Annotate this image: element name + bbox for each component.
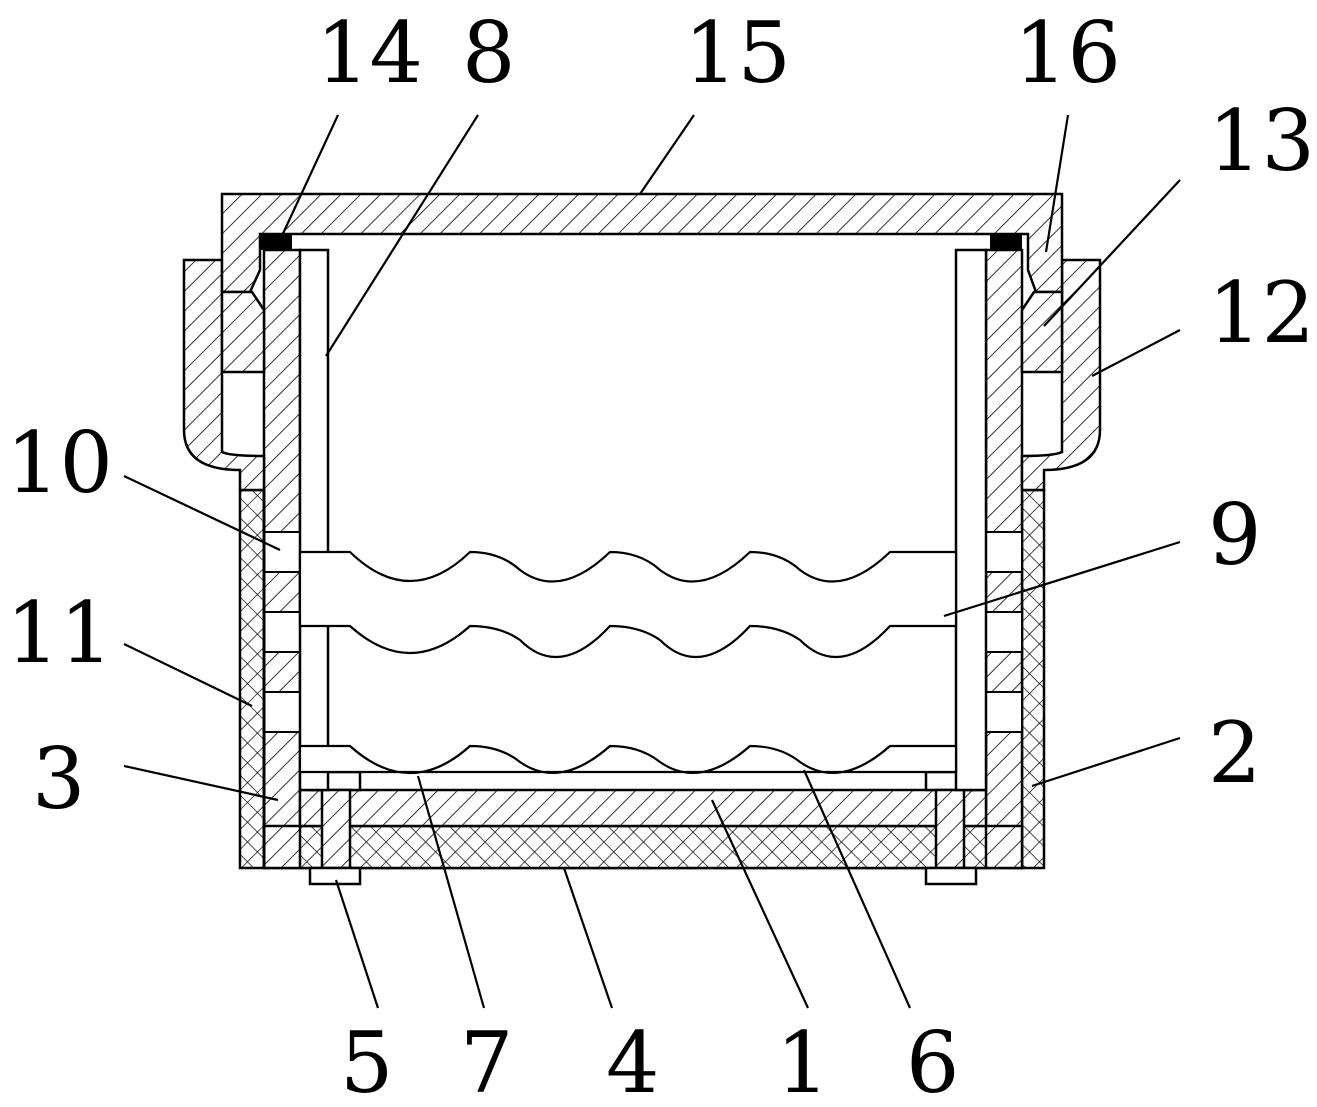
label-8: 8 (462, 4, 515, 102)
leader-3 (123, 764, 279, 802)
rail-part-8 (298, 248, 988, 792)
wave-shelves (298, 550, 958, 774)
outer-shell-part-2 (238, 488, 1046, 870)
leader-8 (325, 114, 479, 357)
label-2: 2 (1208, 704, 1261, 802)
leader-1 (711, 799, 809, 1009)
leader-5 (334, 879, 380, 1009)
label-3: 3 (32, 730, 85, 828)
leader-9 (943, 540, 1181, 618)
label-13: 13 (1208, 92, 1315, 190)
label-14: 14 (316, 4, 423, 102)
label-10: 10 (6, 414, 113, 512)
label-4: 4 (606, 1014, 659, 1107)
leader-14 (279, 114, 339, 241)
side-block-part-10 (263, 531, 1023, 733)
leader-10 (123, 475, 281, 551)
leader-16 (1044, 114, 1070, 253)
clamp-part-12 (182, 258, 1102, 492)
label-16: 16 (1014, 4, 1121, 102)
leader-2 (1031, 736, 1181, 788)
leader-13 (1043, 179, 1181, 327)
leader-4 (562, 867, 614, 1009)
wave-shelf-lower (298, 744, 958, 774)
cushion-part-4 (298, 824, 988, 870)
lid-part-15 (220, 192, 1064, 294)
leader-12 (1091, 329, 1181, 377)
label-5: 5 (340, 1014, 393, 1107)
callout-labels: 14 8 15 16 13 12 10 9 11 3 2 5 7 4 1 6 (6, 4, 1315, 1107)
label-12: 12 (1208, 264, 1315, 362)
label-11: 11 (6, 584, 113, 682)
label-9: 9 (1208, 486, 1261, 584)
latch-part-13 (220, 290, 1064, 374)
leader-6 (802, 769, 912, 1009)
seal-part-14 (260, 234, 292, 250)
leader-lines (123, 114, 1181, 1009)
wave-shelf-upper (298, 550, 958, 659)
label-1: 1 (776, 1014, 829, 1107)
base-plate-part-1 (298, 788, 988, 828)
leader-11 (123, 643, 253, 707)
label-6: 6 (906, 1014, 959, 1107)
leader-7 (416, 775, 486, 1009)
seal-part-16 (990, 234, 1022, 250)
label-15: 15 (684, 4, 791, 102)
label-7: 7 (460, 1014, 513, 1107)
leader-15 (639, 114, 695, 195)
